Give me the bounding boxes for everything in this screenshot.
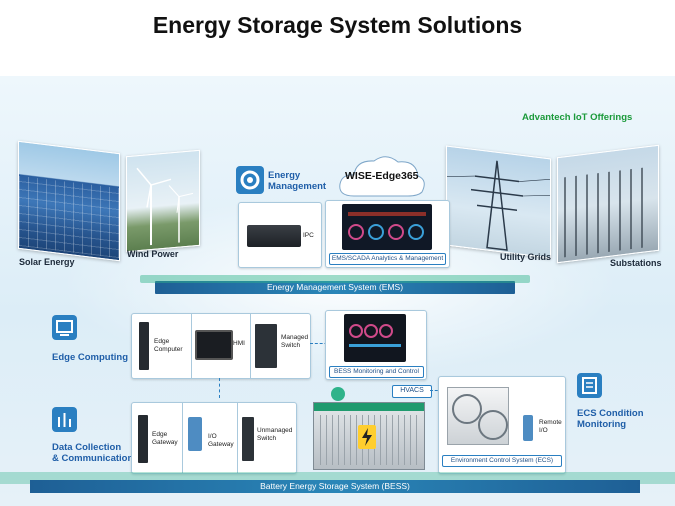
substation-photo: [557, 144, 659, 264]
remote-io-label: Remote I/O: [539, 419, 562, 434]
ems-platform: [140, 275, 530, 283]
energy-management-label: Energy Management: [268, 170, 327, 192]
wind-label: Wind Power: [127, 249, 179, 259]
edge-gateway-device: [138, 415, 148, 463]
solar-photo: [18, 140, 120, 262]
edge-computer-device: [139, 322, 149, 370]
solar-panels: [19, 175, 119, 259]
utility-label: Utility Grids: [500, 252, 552, 262]
ems-bar: Energy Management System (EMS): [155, 281, 515, 294]
page-title: Energy Storage System Solutions: [152, 12, 523, 38]
ipc-card: IPC: [238, 202, 322, 268]
solar-label: Solar Energy: [19, 257, 75, 267]
bess-monitoring-card: BESS Monitoring and Control: [325, 310, 427, 380]
ecs-card: Remote I/O Environment Control System (E…: [438, 376, 566, 474]
analytics-screen: [342, 204, 432, 250]
io-gateway-device: [188, 417, 202, 451]
offerings-label: Advantech IoT Offerings: [522, 112, 633, 123]
battery-container: [313, 402, 425, 470]
cloud-label: WISE-Edge365: [345, 170, 419, 182]
edge-computing-label: Edge Computing: [52, 352, 128, 363]
data-collection-icon: [52, 407, 77, 432]
edge-gateway-label: Edge Gateway: [152, 431, 178, 446]
bess-bar: Battery Energy Storage System (BESS): [30, 480, 640, 493]
ecs-box-label: Environment Control System (ECS): [442, 455, 562, 467]
remote-io-device: [523, 415, 533, 441]
hmi-device: [195, 330, 233, 360]
managed-switch-label: Managed Switch: [281, 334, 309, 349]
hmi-label: HMI: [233, 340, 245, 347]
ipc-label: IPC: [303, 232, 314, 239]
cloud-shape: [336, 152, 426, 202]
substations-label: Substations: [610, 258, 662, 268]
hvacs-tag: HVACS: [392, 385, 432, 398]
power-icon: [331, 387, 345, 401]
substation-structures: [564, 166, 652, 258]
analytics-label: EMS/SCADA Analytics & Management: [329, 253, 446, 265]
diagram-canvas: Advantech IoT Offerings Solar Energy Win…: [0, 76, 675, 506]
wind-photo: [126, 149, 200, 253]
utility-photo: [446, 145, 551, 259]
data-collection-label: Data Collection & Communication: [52, 442, 134, 464]
edge-to-data-connector: [219, 378, 220, 398]
unmanaged-switch-device: [242, 417, 254, 461]
ipc-device: [247, 225, 301, 247]
managed-switch-device: [255, 324, 277, 368]
wind-turbines: [136, 167, 194, 246]
bess-monitoring-label: BESS Monitoring and Control: [329, 366, 424, 378]
edge-devices-card: Edge Computer HMI Managed Switch: [131, 313, 311, 379]
ecs-monitoring-label: ECS Condition Monitoring: [577, 408, 644, 430]
unmanaged-switch-label: Unmanaged Switch: [257, 427, 293, 442]
ecs-monitoring-icon: [577, 373, 602, 398]
bess-monitoring-screen: [344, 314, 406, 362]
edge-computing-icon: [52, 315, 77, 340]
power-tower: [446, 160, 551, 251]
battery-icon: [358, 425, 376, 449]
energy-management-icon: [236, 166, 264, 194]
analytics-card: EMS/SCADA Analytics & Management: [325, 200, 450, 268]
io-gateway-label: I/O Gateway: [208, 433, 234, 448]
edge-computer-label: Edge Computer: [154, 338, 183, 353]
hvac-unit: [447, 387, 509, 445]
data-devices-card: Edge Gateway I/O Gateway Unmanaged Switc…: [131, 402, 297, 474]
